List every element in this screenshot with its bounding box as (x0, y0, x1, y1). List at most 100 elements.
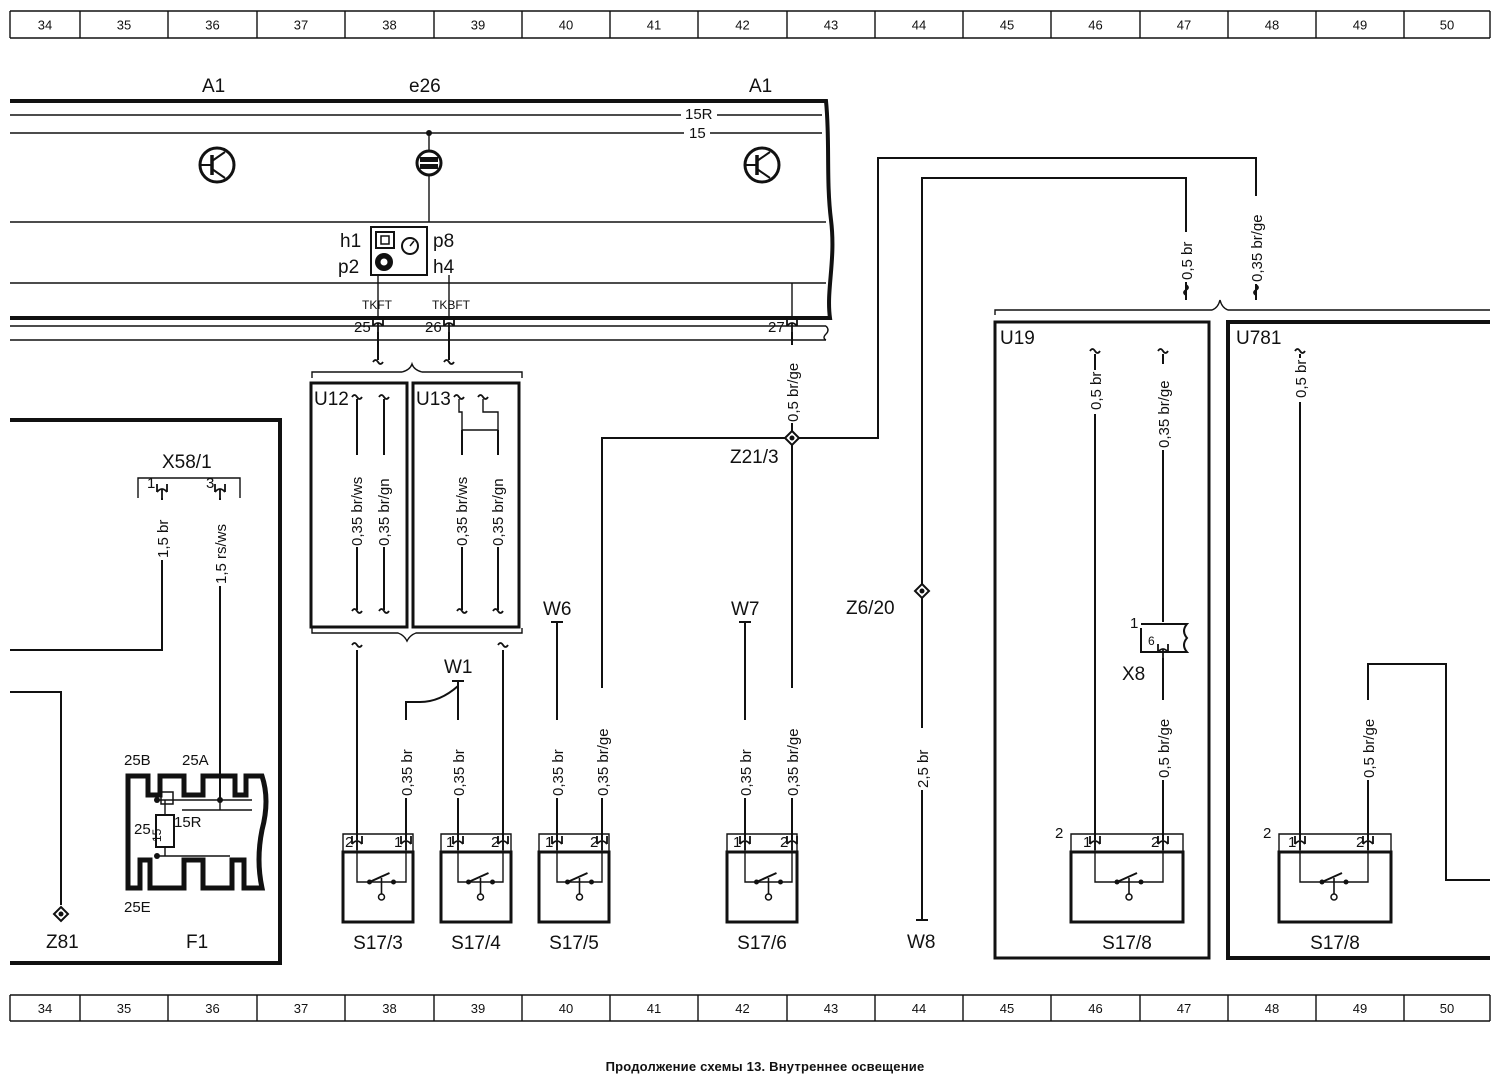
x8-label: X8 (1122, 664, 1145, 685)
a1-right-label: A1 (749, 76, 772, 97)
u13-label: U13 (416, 389, 451, 410)
s17-5-wire-right-label: 0,35 br/ge (595, 728, 612, 796)
switch-pin-label: 2 (1356, 834, 1364, 851)
grid-cell-label: 37 (294, 1001, 308, 1016)
switch-pin-label: 2 (345, 834, 353, 851)
grid-cell-label: 36 (205, 1001, 219, 1016)
grid-cell-label: 34 (38, 18, 52, 33)
pin-26-label: 26 (425, 319, 442, 336)
grid-cell-label: 47 (1177, 1001, 1191, 1016)
connector-u12 (309, 381, 409, 629)
grid-cell-label: 49 (1353, 18, 1367, 33)
u19-wire-bottom-label: 0,5 br/ge (1156, 719, 1173, 778)
grid-cell-label: 39 (471, 1001, 485, 1016)
grid-cell-label: 35 (117, 1001, 131, 1016)
grid-cell-label: 45 (1000, 1001, 1014, 1016)
w1-label: W1 (444, 657, 473, 678)
x58-pin1-label: 1 (147, 475, 155, 492)
grid-cell-label: 40 (559, 18, 573, 33)
grid-cell-label: 45 (1000, 18, 1014, 33)
x8-pin-label: 1 (1130, 615, 1138, 632)
u13-wire-a-label: 0,35 br/ws (454, 477, 471, 546)
grid-cell-label: 34 (38, 1001, 52, 1016)
e26-lamp-icon (415, 149, 443, 177)
u19-wire-top-right-label: 0,35 br/ge (1156, 380, 1173, 448)
p2-label: p2 (338, 257, 359, 278)
switch-side-label: 2 (1263, 825, 1271, 842)
f1-pin-25a-label: 25A (182, 752, 209, 769)
grid-cell-label: 41 (647, 1001, 661, 1016)
f1-pin-25b-label: 25B (124, 752, 151, 769)
grid-cell-label: 48 (1265, 18, 1279, 33)
u12-wire-b-label: 0,35 br/gn (376, 478, 393, 546)
switch-label: S17/8 (1102, 933, 1152, 954)
switch-side-label: 2 (1055, 825, 1063, 842)
grid-cell-label: 38 (382, 18, 396, 33)
f1-pin-15-label: 15 (150, 828, 164, 842)
connector-x8-icon (1140, 623, 1190, 653)
h1-label: h1 (340, 231, 361, 252)
line-15-label: 15 (689, 125, 706, 142)
switch-pin-label: 1 (545, 834, 553, 851)
transistor-left-icon (198, 146, 236, 184)
x58-wire1-label: 1,5 br (155, 520, 172, 558)
f1-label: F1 (186, 932, 208, 953)
grid-cell-label: 35 (117, 18, 131, 33)
s17-5-wire-left-label: 0,35 br (550, 749, 567, 796)
switch-pin-label: 2 (590, 834, 598, 851)
z21-3-node-icon (783, 429, 801, 447)
e26-label: e26 (409, 76, 441, 97)
u13-wire-b-label: 0,35 br/gn (490, 478, 507, 546)
w6-label: W6 (543, 599, 572, 620)
grid-cell-label: 46 (1088, 1001, 1102, 1016)
u781-wire-top-label: 0,5 br (1293, 360, 1310, 398)
u781-label: U781 (1236, 328, 1281, 349)
top-wire-u19-label: 0,5 br (1179, 242, 1196, 280)
z81-label: Z81 (46, 932, 79, 953)
switch-label: S17/4 (451, 933, 501, 954)
relay-module-box (10, 418, 282, 965)
f1-pin-15r-label: 15R (174, 814, 202, 831)
grid-cell-label: 49 (1353, 1001, 1367, 1016)
grid-cell-label: 38 (382, 1001, 396, 1016)
grid-cell-label: 37 (294, 18, 308, 33)
wire-27-label: 0,5 br/ge (785, 363, 802, 422)
z21-3-label: Z21/3 (730, 447, 779, 468)
line-15r-label: 15R (685, 106, 713, 123)
grid-cell-label: 47 (1177, 18, 1191, 33)
module-u19 (993, 320, 1211, 960)
tkbft-label: TKBFT (432, 298, 471, 312)
u12-label: U12 (314, 389, 349, 410)
p8-label: p8 (433, 231, 454, 252)
grid-cell-label: 42 (735, 1001, 749, 1016)
switch-label: S17/5 (549, 933, 599, 954)
u781-wire-side-label: 0,5 br/ge (1361, 719, 1378, 778)
instrument-cluster-band (10, 99, 835, 341)
grid-cell-label: 50 (1440, 1001, 1454, 1016)
grid-cell-label: 50 (1440, 18, 1454, 33)
u19-wire-top-left-label: 0,5 br (1088, 372, 1105, 410)
switch-pin-label: 2 (491, 834, 499, 851)
grid-cell-label: 36 (205, 18, 219, 33)
x8-num-label: 6 (1148, 634, 1155, 648)
w7-label: W7 (731, 599, 760, 620)
grid-cell-label: 43 (824, 1001, 838, 1016)
module-u781 (1226, 320, 1490, 960)
switch-pin-label: 1 (1083, 834, 1091, 851)
connector-u13 (411, 381, 521, 629)
w8-label: W8 (907, 932, 936, 953)
pin-25-label: 25 (354, 319, 371, 336)
f1-pin-25e-label: 25E (124, 899, 151, 916)
grid-cell-label: 43 (824, 18, 838, 33)
z81-node-icon (52, 905, 70, 923)
switch-label: S17/6 (737, 933, 787, 954)
s17-4-wire-label: 0,35 br (451, 749, 468, 796)
transistor-right-icon (743, 146, 781, 184)
s17-3-wire-label: 0,35 br (399, 749, 416, 796)
pin-27-label: 27 (768, 319, 785, 336)
grid-cell-label: 40 (559, 1001, 573, 1016)
